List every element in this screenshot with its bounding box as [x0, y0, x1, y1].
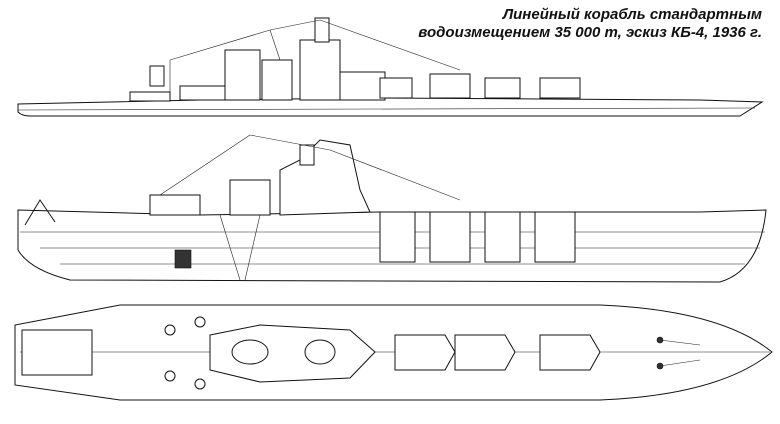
- side-profile-view: [17, 17, 764, 117]
- inboard-profile-view: [17, 134, 767, 283]
- title-line-1: Линейный корабль стандартным: [502, 6, 762, 23]
- title-line-2: водоизмещением 35 000 т, эскиз КБ-4, 193…: [418, 24, 762, 41]
- main-turrets-plan: [394, 334, 601, 371]
- plan-view: [14, 304, 773, 401]
- drawing-title: Линейный корабль стандартным водоизмещен…: [418, 6, 762, 42]
- turrets-section: [379, 211, 576, 263]
